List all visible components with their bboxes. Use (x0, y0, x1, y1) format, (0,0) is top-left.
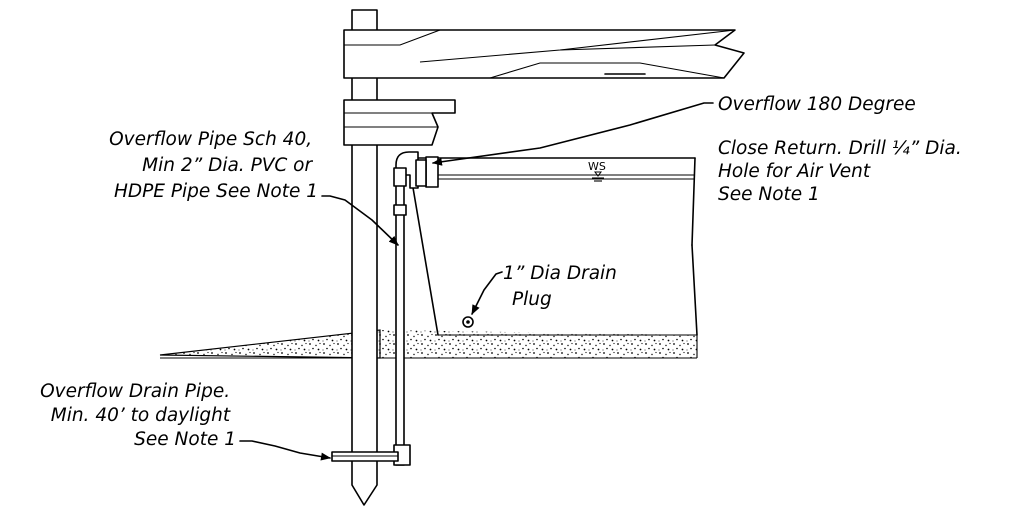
drain-plug (462, 316, 474, 328)
overflow-pipe-label: Overflow Pipe Sch 40, Min 2” Dia. PVC or… (109, 129, 318, 202)
leader-lines (239, 102, 714, 461)
upper-beam (343, 29, 745, 79)
overflow-return-label: Overflow 180 Degree Close Return. Drill … (718, 94, 968, 205)
water-surface-symbol: WS (588, 160, 606, 182)
drain-pipe-label: Overflow Drain Pipe. Min. 40’ to dayligh… (40, 381, 236, 450)
overflow-pipe (393, 151, 439, 466)
gravel-ground (159, 329, 698, 359)
drain-plug-label: 1” Dia Drain Plug (503, 263, 623, 310)
svg-text:WS: WS (588, 160, 606, 173)
overflow-drain-pipe (331, 451, 399, 462)
basin-outline (399, 157, 698, 336)
lower-bracket (343, 99, 456, 146)
post (351, 9, 378, 506)
